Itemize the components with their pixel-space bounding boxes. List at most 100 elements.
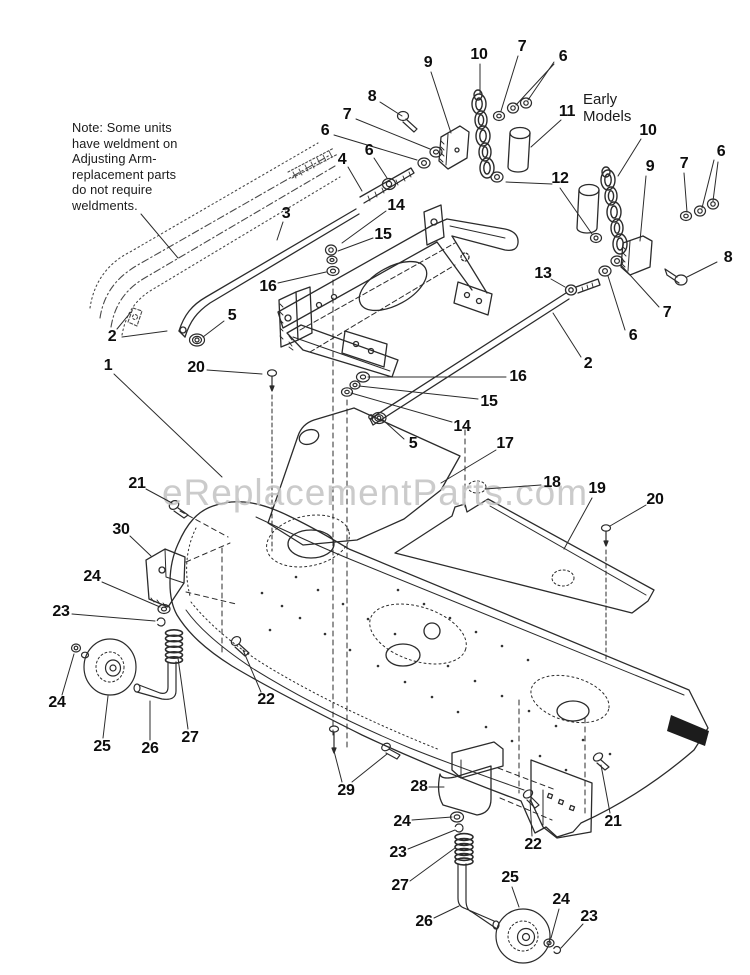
leader-line-13 bbox=[550, 278, 566, 288]
callout-label-23: 23 bbox=[52, 603, 70, 620]
callout-label-7: 7 bbox=[662, 304, 672, 321]
leader-line-6 bbox=[515, 63, 555, 106]
leader-line-8 bbox=[379, 101, 403, 117]
callout-label-3: 3 bbox=[281, 205, 291, 222]
callout-label-1: 1 bbox=[103, 357, 113, 374]
callout-label-17: 17 bbox=[496, 435, 514, 452]
leader-line-6 bbox=[373, 157, 388, 179]
hardware-stack-lower bbox=[188, 333, 387, 425]
leader-line-22 bbox=[529, 799, 533, 837]
callout-label-24: 24 bbox=[552, 891, 570, 908]
spacer-11 bbox=[507, 126, 531, 173]
callout-label-8: 8 bbox=[723, 249, 733, 266]
leader-line-20 bbox=[609, 504, 647, 527]
leader-line-27 bbox=[177, 657, 189, 730]
callout-label-9: 9 bbox=[645, 158, 655, 175]
callout-label-24: 24 bbox=[393, 813, 411, 830]
phantom-arms bbox=[89, 142, 341, 336]
left-caster bbox=[70, 603, 184, 700]
callout-label-14: 14 bbox=[453, 418, 471, 435]
callout-label-4: 4 bbox=[337, 151, 347, 168]
chain-bracket-left bbox=[438, 125, 470, 170]
callout-label-27: 27 bbox=[391, 877, 409, 894]
leader-line-6 bbox=[607, 275, 626, 331]
callout-label-21: 21 bbox=[604, 813, 622, 830]
leader-line-15 bbox=[358, 385, 479, 400]
debris-guard bbox=[437, 741, 504, 816]
callout-label-5: 5 bbox=[408, 435, 418, 452]
callout-label-21: 21 bbox=[128, 475, 146, 492]
leader-line-14 bbox=[341, 210, 387, 244]
right-caster bbox=[449, 811, 562, 964]
leader-line-17 bbox=[440, 449, 497, 484]
spacer-12 bbox=[576, 183, 600, 234]
callout-label-8: 8 bbox=[367, 88, 377, 105]
callout-label-6: 6 bbox=[716, 143, 726, 160]
callout-label-7: 7 bbox=[342, 106, 352, 123]
leader-line-23 bbox=[71, 613, 156, 622]
leader-line-21 bbox=[145, 488, 173, 504]
mower-deck bbox=[169, 480, 709, 839]
adjusting-arm bbox=[178, 208, 360, 338]
idler-plate bbox=[267, 407, 461, 546]
callout-label-26: 26 bbox=[415, 913, 433, 930]
callout-label-6: 6 bbox=[320, 122, 330, 139]
leader-line-8 bbox=[686, 261, 718, 278]
construction-lines bbox=[179, 279, 586, 821]
hanger-frame bbox=[277, 204, 519, 378]
leader-line-23 bbox=[407, 829, 456, 850]
chain-left bbox=[471, 89, 495, 179]
hanger-bracket-30 bbox=[145, 548, 186, 608]
callout-label-19: 19 bbox=[588, 480, 606, 497]
leader-line-9 bbox=[430, 71, 452, 134]
leader-line-5 bbox=[202, 320, 225, 338]
leader-line-25 bbox=[511, 886, 520, 908]
leader-line-12 bbox=[559, 187, 593, 235]
leader-line-27 bbox=[409, 847, 456, 882]
callout-label-28: 28 bbox=[410, 778, 428, 795]
leader-line-5 bbox=[382, 419, 405, 440]
leader-line-7 bbox=[355, 118, 431, 150]
leader-line-6 bbox=[712, 161, 719, 202]
leader-line-10 bbox=[617, 138, 642, 177]
callout-label-11: 11 bbox=[558, 103, 576, 120]
leader-line-21 bbox=[600, 764, 611, 814]
leader-line-15 bbox=[337, 237, 374, 252]
leader-line-2 bbox=[552, 312, 582, 358]
leader-line-6 bbox=[701, 159, 715, 209]
leader-line-18 bbox=[484, 484, 542, 490]
callout-label-15: 15 bbox=[374, 226, 392, 243]
leader-line-1 bbox=[113, 373, 223, 478]
callout-label-20: 20 bbox=[646, 491, 664, 508]
leader-line-14 bbox=[350, 392, 453, 423]
callout-label-27: 27 bbox=[181, 729, 199, 746]
note-text: Note: Some units have weldment on Adjust… bbox=[72, 120, 178, 213]
callout-label-25: 25 bbox=[93, 738, 111, 755]
callout-label-5: 5 bbox=[227, 307, 237, 324]
callout-label-22: 22 bbox=[257, 691, 275, 708]
leader-line-2 bbox=[116, 311, 132, 330]
callout-label-23: 23 bbox=[580, 908, 598, 925]
callout-label-12: 12 bbox=[551, 170, 569, 187]
callout-label-2: 2 bbox=[583, 355, 593, 372]
leader-line-16 bbox=[277, 271, 327, 284]
callout-label-10: 10 bbox=[470, 46, 488, 63]
callout-label-20: 20 bbox=[187, 359, 205, 376]
callout-label-7: 7 bbox=[679, 155, 689, 172]
leader-line-29 bbox=[333, 750, 343, 783]
callout-label-16: 16 bbox=[259, 278, 277, 295]
leader-line-25 bbox=[102, 695, 109, 739]
early-models-label: Early Models bbox=[583, 91, 632, 125]
leader-line-29 bbox=[351, 753, 388, 783]
leader-line-3 bbox=[276, 221, 284, 241]
watermark-text: eReplacementParts.com bbox=[162, 472, 588, 513]
leader-line-7 bbox=[500, 55, 519, 112]
callout-label-22: 22 bbox=[524, 836, 542, 853]
callout-label-29: 29 bbox=[337, 782, 355, 799]
leader-line-24 bbox=[411, 816, 453, 821]
leader-line-6 bbox=[333, 134, 418, 161]
adjusting-rod bbox=[359, 167, 415, 204]
callout-label-24: 24 bbox=[48, 694, 66, 711]
